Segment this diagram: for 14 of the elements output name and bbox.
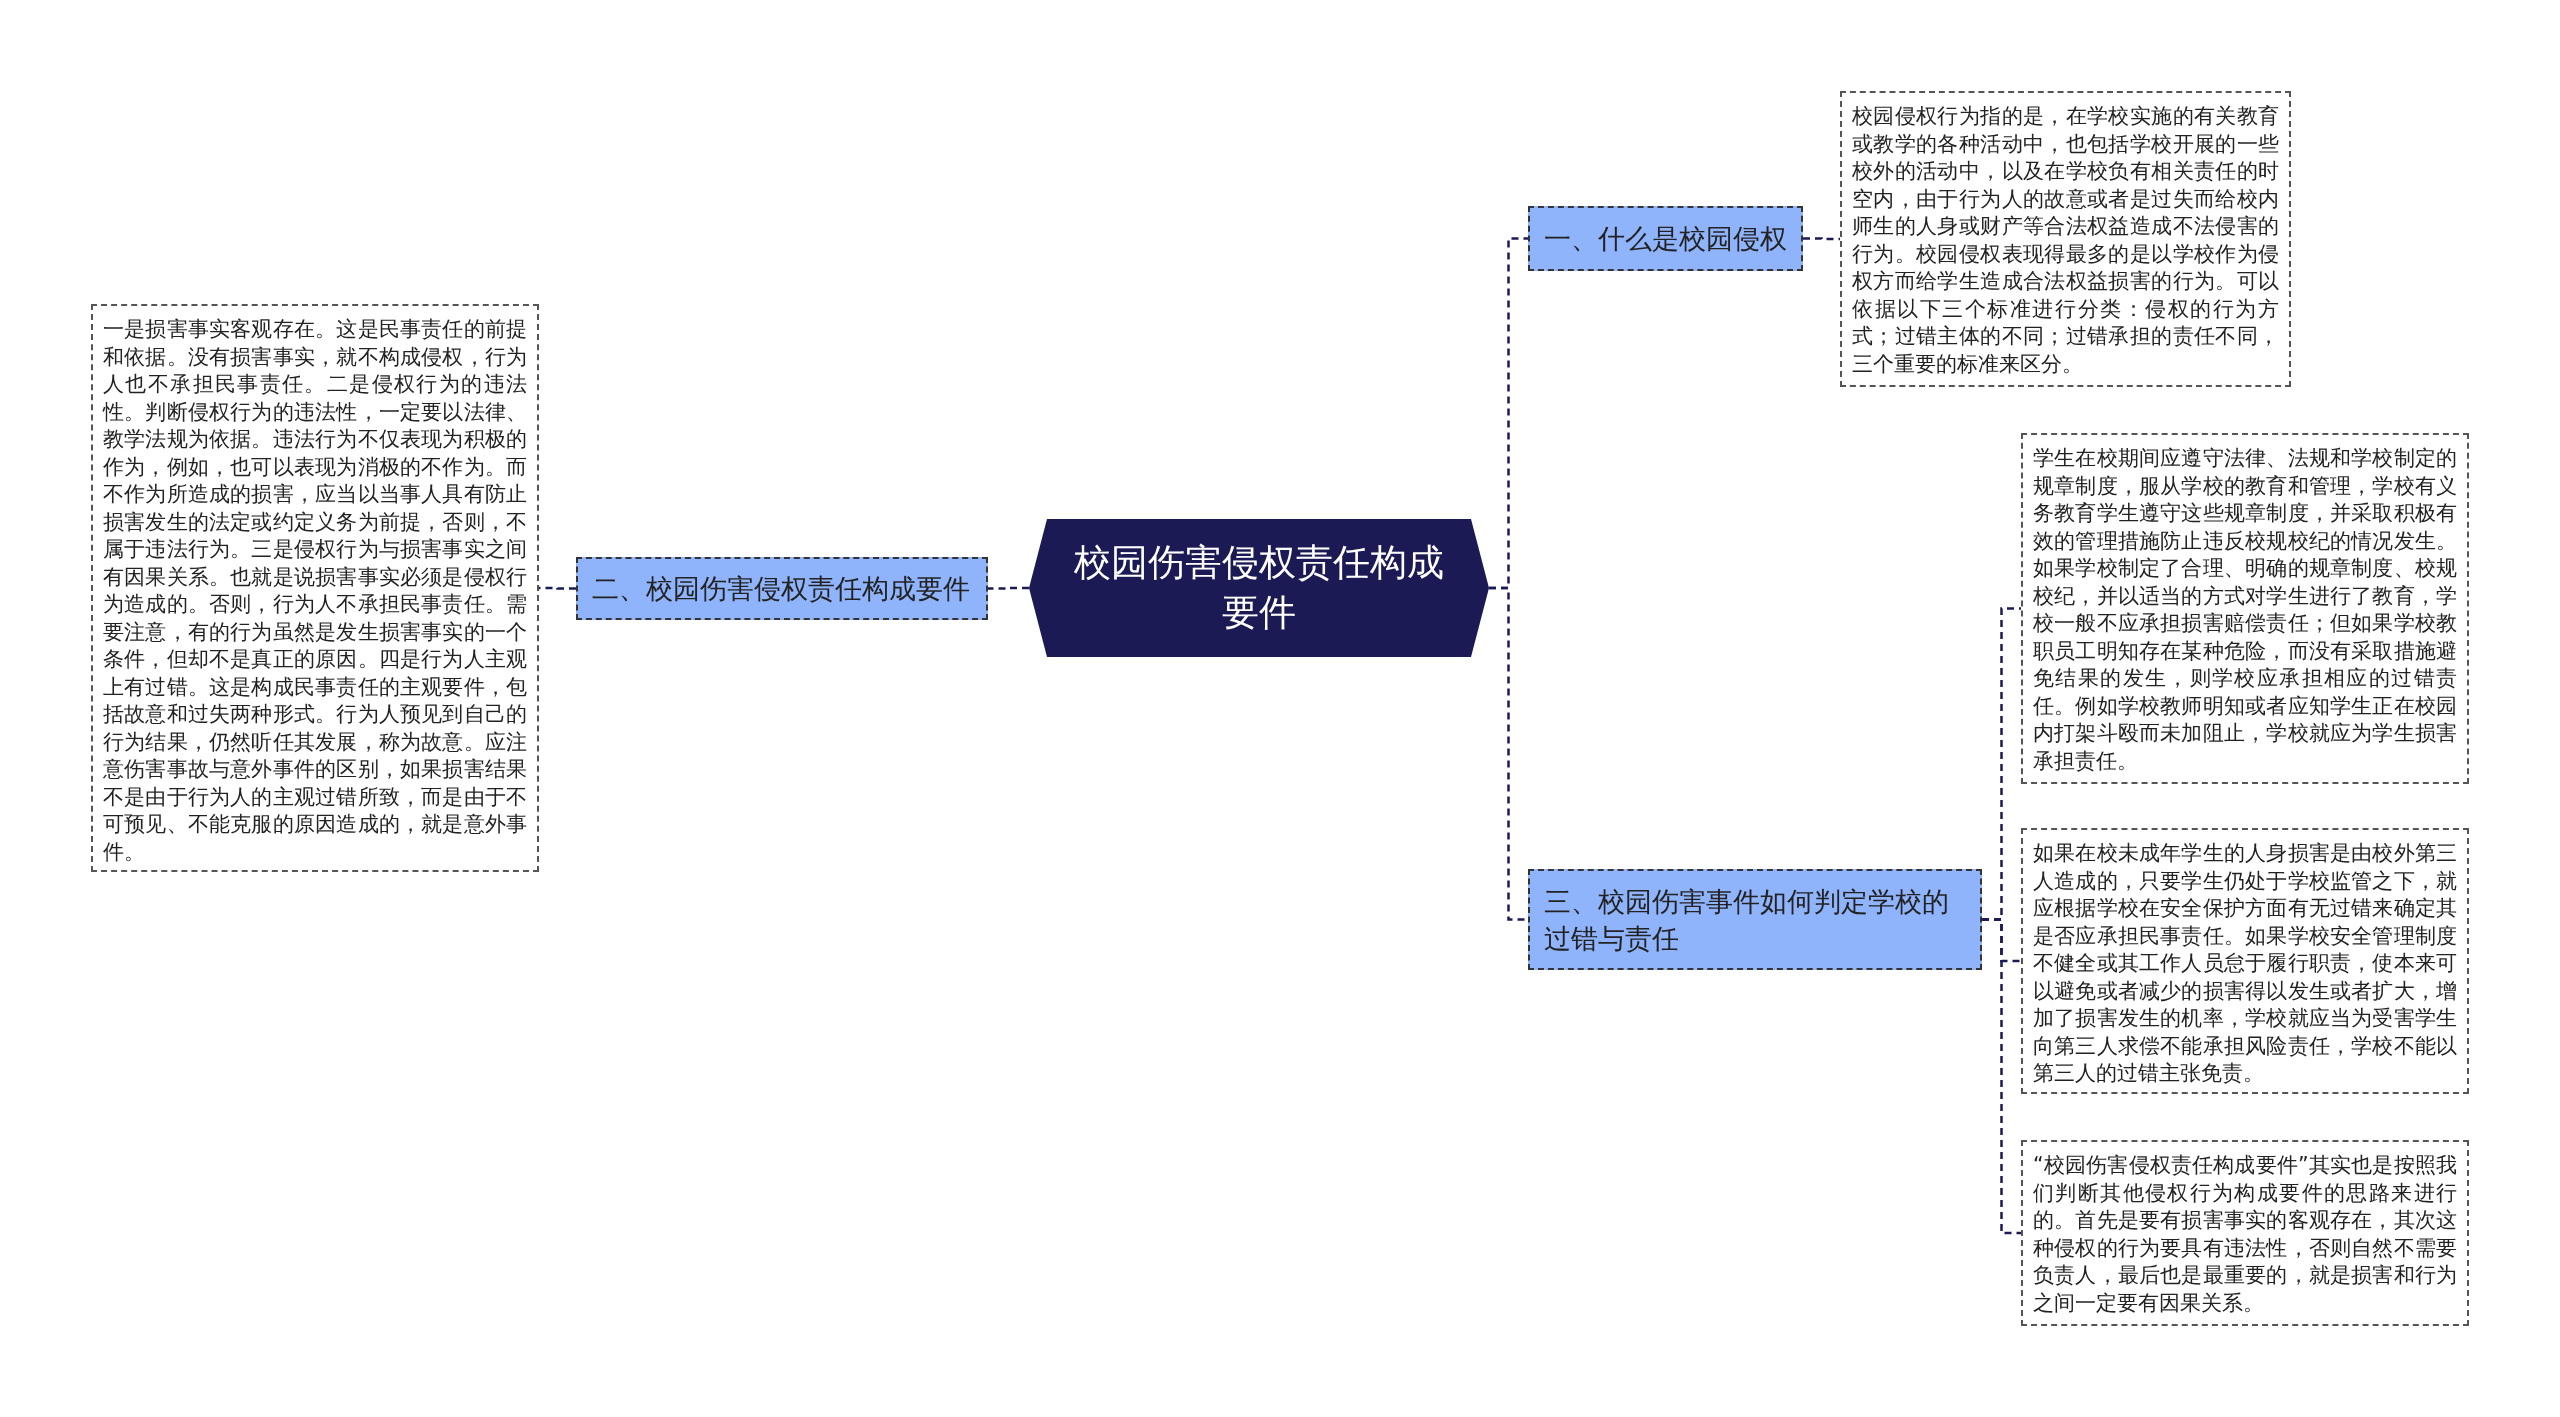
branch-box: 一、什么是校园侵权 xyxy=(1528,206,1803,271)
connector-line xyxy=(1982,918,2021,1235)
connector-line xyxy=(988,586,1029,590)
connector-line xyxy=(1489,586,1528,921)
text-box: 如果在校未成年学生的人身损害是由校外第三人造成的，只要学生仍处于学校监管之下，就应根据学校在安全保护方面有无过错来确定其是否应承担民事责任。如果学校安全管理制度不健全或其工作人员怠于履行职责，使本来可以避免或者减少的损害得以发生或者扩大，增加了损害发生的机率，学校就应当为受害学生向第三人求偿不能承担风险责任，学校不能以第三人的过错主张免责。 xyxy=(2021,828,2469,1094)
topic-text: 校园伤害侵权责任构成要件 xyxy=(1073,540,1445,636)
text-box: “校园伤害侵权责任构成要件”其实也是按照我们判断其他侵权行为构成要件的思路来进行的。首先是要有损害事实的客观存在，其次这种侵权的行为要具有违法性，否则自然不需要负责人，最后也是最重要的，就是损害和行为之间一定要有因果关系。 xyxy=(2021,1140,2469,1326)
text-box: 一是损害事实客观存在。这是民事责任的前提和依据。没有损害事实，就不构成侵权，行为人也不承担民事责任。二是侵权行为的违法性。判断侵权行为的违法性，一定要以法律、教学法规为依据。违法行为不仅表现为积极的作为，例如，也可以表现为消极的不作为。而不作为所造成的损害，应当以当事人具有防止损害发生的法定或约定义务为前提，否则，不属于违法行为。三是侵权行为与损害事实之间有因果关系。也就是说损害事实必须是侵权行为造成的。否则，行为人不承担民事责任。需要注意，有的行为虽然是发生损害事实的一个条件，但却不是真正的原因。四是行为人主观上有过错。这是构成民事责任的主观要件，包括故意和过失两种形式。行为人预见到自己的行为结果，仍然听任其发展，称为故意。应注意伤害事故与意外事件的区别，如果损害结果不是由于行为人的主观过错所致，而是由于不可预见、不能克服的原因造成的，就是意外事件。 xyxy=(91,304,539,872)
branch-box: 三、校园伤害事件如何判定学校的过错与责任 xyxy=(1528,869,1982,970)
branch-box: 二、校园伤害侵权责任构成要件 xyxy=(576,557,988,620)
connector-line xyxy=(1803,237,1840,241)
text-box: 校园侵权行为指的是，在学校实施的有关教育或教学的各种活动中，也包括学校开展的一些校外的活动中，以及在学校负有相关责任的时空内，由于行为人的故意或者是过失而给校内师生的人身或财产等合法权益造成不法侵害的行为。校园侵权表现得最多的是以学校作为侵权方而给学生造成合法权益损害的行为。可以依据以下三个标准进行分类：侵权的行为方式；过错主体的不同；过错承担的责任不同，三个重要的标准来区分。 xyxy=(1840,91,2291,387)
topic-hexagon xyxy=(1029,519,1489,657)
text-box: 学生在校期间应遵守法律、法规和学校制定的规章制度，服从学校的教育和管理，学校有义务教育学生遵守这些规章制度，并采取积极有效的管理措施防止违反校规校纪的情况发生。如果学校制定了合理、明确的规章制度、校规校纪，并以适当的方式对学生进行了教育，学校一般不应承担损害赔偿责任；但如果学校教职员工明知存在某种危险，而没有采取措施避免结果的发生，则学校应承担相应的过错责任。例如学校教师明知或者应知学生正在校园内打架斗殴而未加阻止，学校就应为学生损害承担责任。 xyxy=(2021,433,2469,784)
